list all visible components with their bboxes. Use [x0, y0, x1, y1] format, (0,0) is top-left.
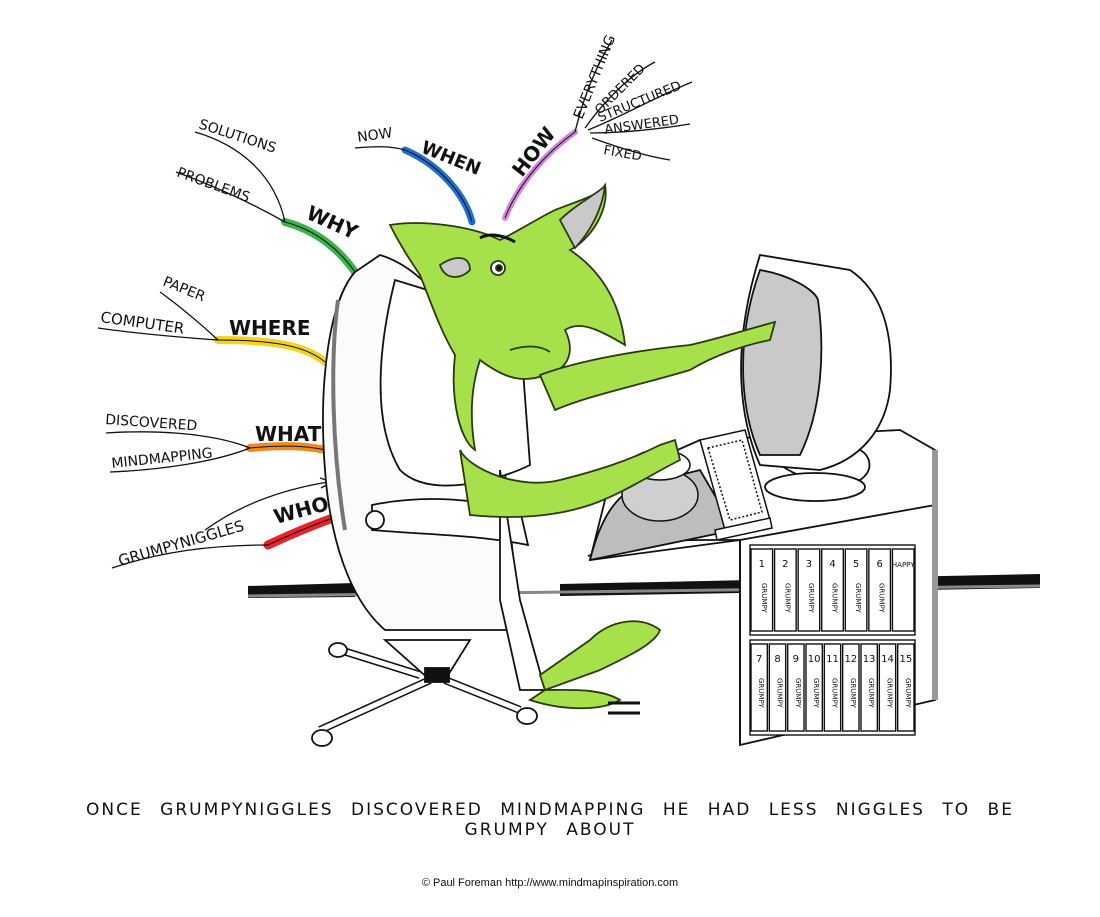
book-spine — [896, 643, 915, 732]
book-number: 12 — [844, 654, 857, 665]
book-spine-word: GRUMPY — [807, 583, 815, 614]
book-spine-word: GRUMPY — [757, 678, 765, 709]
book-spine — [891, 548, 915, 632]
book-number: 1 — [759, 559, 765, 570]
sub-label-fixed: FIXED — [602, 143, 642, 164]
book-spine-word: GRUMPY — [783, 583, 791, 614]
book-spine-word: GRUMPY — [849, 678, 857, 709]
book-number: 3 — [806, 559, 812, 570]
book-spine — [797, 548, 821, 632]
branch-why: WHY SOLUTIONS PROBLEMS — [175, 117, 362, 276]
book-spine-word: GRUMPY — [760, 583, 768, 614]
book-spine-word: GRUMPY — [831, 678, 839, 709]
book-spine — [786, 643, 805, 732]
sub-label-discovered: DISCOVERED — [105, 412, 198, 434]
book-spine — [860, 643, 879, 732]
book-spine-word: GRUMPY — [867, 678, 875, 709]
book-spine-word: GRUMPY — [812, 678, 820, 709]
sub-label-paper: PAPER — [161, 274, 208, 305]
book-spine — [750, 643, 769, 732]
keyboard — [699, 429, 773, 541]
book-number: 14 — [881, 654, 894, 665]
book-spine-word: GRUMPY — [878, 583, 886, 614]
book-number: 10 — [808, 654, 821, 665]
book-spine — [821, 548, 844, 632]
branch-label-where: WHERE — [229, 316, 311, 340]
book-spine — [750, 548, 774, 632]
book-spine — [773, 548, 797, 632]
branch-who: WHO GRUMPYNIGGLES — [111, 477, 363, 570]
book-number: 2 — [782, 559, 788, 570]
book-spine — [841, 643, 860, 732]
book-number: HAPPY — [892, 561, 915, 569]
book-spine-word: GRUMPY — [831, 583, 839, 614]
book-number: 6 — [876, 559, 882, 570]
branch-label-what: WHAT — [255, 422, 322, 446]
book-number: 5 — [853, 559, 859, 570]
book-number: 11 — [826, 654, 839, 665]
sub-label-grumpyniggles: GRUMPYNIGGLES — [116, 517, 246, 570]
book-spine — [844, 548, 868, 632]
book-spine-word: GRUMPY — [904, 678, 912, 709]
branch-where: WHERE PAPER COMPUTER — [97, 274, 329, 366]
branch-label-why: WHY — [303, 201, 362, 245]
book-spine — [868, 548, 892, 632]
branch-when: WHEN NOW — [354, 125, 484, 226]
book-number: 4 — [829, 559, 835, 570]
sub-label-now: NOW — [356, 125, 393, 146]
book-spine — [805, 643, 824, 732]
book-spine — [768, 643, 787, 732]
book-spine-word: GRUMPY — [794, 678, 802, 709]
book-number: 8 — [774, 654, 780, 665]
book-number: 13 — [863, 654, 876, 665]
caption: ONCE GRUMPYNIGGLES DISCOVERED MINDMAPPIN… — [86, 800, 1014, 840]
grumpyniggles-creature — [379, 182, 777, 710]
book-spine-word: GRUMPY — [886, 678, 894, 709]
floor-mark — [608, 701, 640, 715]
book-spine — [878, 643, 897, 732]
book-spine-word: GRUMPY — [776, 678, 784, 709]
branch-what: WHAT DISCOVERED MINDMAPPING — [105, 412, 349, 473]
book-spine — [823, 643, 842, 732]
book-spine-word: GRUMPY — [854, 583, 862, 614]
sub-label-problems: PROBLEMS — [175, 165, 252, 206]
computer-monitor — [740, 253, 892, 502]
book-number: 15 — [899, 654, 912, 665]
credit-line: © Paul Foreman http://www.mindmapinspira… — [421, 877, 679, 889]
book-number: 9 — [793, 654, 799, 665]
book-number: 7 — [756, 654, 762, 665]
branch-label-when: WHEN — [418, 137, 484, 180]
